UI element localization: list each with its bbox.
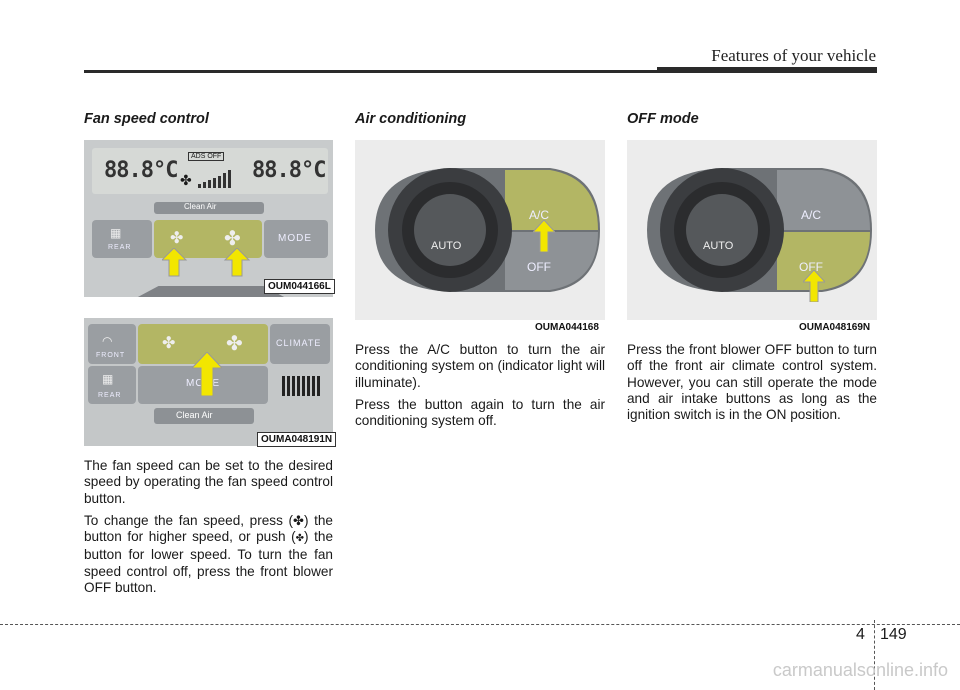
rear-defrost-icon-2: ▦ — [102, 372, 114, 386]
mode-label: MODE — [278, 233, 312, 244]
fan-speed-description: The fan speed can be set to the desired … — [84, 458, 333, 602]
ac-label-2: A/C — [801, 208, 822, 222]
off-label-2: OFF — [799, 260, 823, 274]
lcd-display: 88.8°C ADS OFF ✤ 88.8°C — [92, 148, 328, 194]
front-defrost-icon: ◠ — [102, 334, 113, 348]
fan-high-icon: ✤ — [224, 228, 241, 250]
ads-off-label: ADS OFF — [188, 152, 225, 161]
figure-ac-knob: AUTO A/C OFF — [355, 140, 605, 320]
rear-defrost-icon: ▦ — [110, 226, 122, 240]
climate-label: CLIMATE — [276, 338, 322, 348]
front-label: FRONT — [96, 352, 126, 359]
climate-button[interactable]: CLIMATE — [270, 324, 330, 364]
rear-defrost-button-2[interactable]: ▦ REAR — [88, 366, 136, 404]
mode-button[interactable]: MODE — [264, 220, 328, 258]
ac-label: A/C — [529, 208, 550, 222]
fan-high-icon-inline: ✤ — [293, 512, 304, 528]
arrow-up-icon-off — [803, 270, 825, 302]
header-rule-accent — [657, 67, 877, 73]
figure-label-ac: OUMA044168 — [535, 322, 599, 333]
section-title-off-mode: OFF mode — [627, 111, 699, 127]
para2-part-a: To change the fan speed, press ( — [84, 512, 294, 528]
hazard-button[interactable] — [136, 286, 286, 297]
ac-para-1: Press the A/C button to turn the air con… — [355, 342, 605, 390]
auto-label: AUTO — [431, 240, 462, 252]
fan-speed-para-1: The fan speed can be set to the desired … — [84, 458, 333, 506]
front-defrost-button[interactable]: ◠ FRONT — [88, 324, 136, 364]
para2-part-c: ) the button for lower speed. To turn th… — [84, 529, 334, 596]
fan-low-icon: ✤ — [170, 230, 184, 247]
lcd-temp-right: 88.8°C — [252, 158, 326, 183]
page-divider — [874, 620, 876, 690]
ac-description: Press the A/C button to turn the air con… — [355, 342, 605, 435]
fan-speed-para-2: To change the fan speed, press (✤) the b… — [84, 513, 333, 596]
auto-label-2: AUTO — [703, 240, 734, 252]
section-title-fan-speed: Fan speed control — [84, 111, 209, 127]
figure-label-off: OUMA048169N — [799, 322, 871, 333]
clean-air-strip-2: Clean Air — [154, 408, 254, 424]
fan-icon: ✤ — [180, 172, 192, 188]
section-title-air-conditioning: Air conditioning — [355, 111, 467, 127]
ac-knob-drawing — [375, 168, 600, 292]
lcd-temp-left: 88.8°C — [104, 158, 178, 183]
arrow-up-icon — [192, 352, 222, 396]
para2-part-b: ) the button for higher speed, or push ( — [84, 512, 333, 545]
rear-label: REAR — [108, 244, 132, 251]
vent-grille — [282, 376, 322, 396]
arrow-up-icons — [162, 248, 251, 277]
fan-level-bars-icon — [198, 170, 231, 188]
figure-label-2: OUMA048191N — [257, 432, 337, 447]
off-label: OFF — [527, 260, 551, 274]
header-rule — [84, 70, 877, 73]
page-number: 149 — [880, 626, 907, 643]
footer-rule — [0, 624, 960, 625]
rear-defrost-button[interactable]: ▦ REAR — [92, 220, 152, 258]
watermark: carmanualsonline.info — [772, 660, 948, 680]
clean-air-strip: Clean Air — [154, 202, 264, 214]
fan-low-icon-inline: ✤ — [295, 533, 305, 545]
fan-high-icon-2: ✤ — [226, 333, 243, 355]
clean-air-label: Clean Air — [184, 202, 217, 211]
arrow-up-icon-ac — [533, 220, 555, 252]
figure-fan-panel-2: ◠ FRONT ✤ ✤ CLIMATE ▦ REAR MODE Clean Ai… — [84, 318, 333, 446]
clean-air-label-2: Clean Air — [176, 410, 213, 420]
chapter-number: 4 — [856, 626, 865, 643]
ac-para-2: Press the button again to turn the air c… — [355, 396, 605, 429]
fan-low-icon-2: ✤ — [162, 335, 176, 352]
running-header: Features of your vehicle — [711, 46, 876, 65]
figure-fan-panel-1: 88.8°C ADS OFF ✤ 88.8°C Clean Air ▦ REAR… — [84, 140, 333, 297]
off-knob-drawing — [647, 168, 872, 292]
figure-label-1: OUM044166L — [264, 279, 335, 294]
rear-label-2: REAR — [98, 392, 122, 399]
off-mode-description: Press the front blower OFF button to tur… — [627, 342, 877, 429]
off-mode-para-1: Press the front blower OFF button to tur… — [627, 342, 877, 423]
figure-off-knob: AUTO A/C OFF — [627, 140, 877, 320]
